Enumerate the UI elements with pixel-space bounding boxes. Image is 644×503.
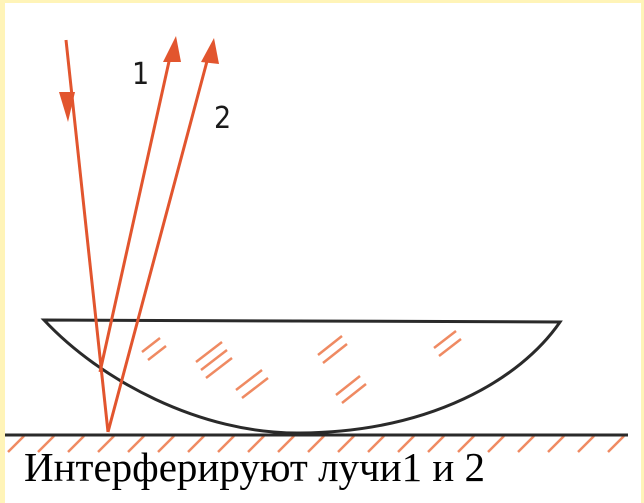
- reflected-ray-2-arrow: [201, 38, 219, 64]
- ray-2-label: 2: [214, 101, 231, 136]
- plate-hatching: [7, 435, 625, 453]
- lens-hatching: [141, 330, 462, 404]
- reflected-ray-2: [106, 49, 212, 433]
- reflected-ray-1: [98, 47, 174, 373]
- ray-1-label: 1: [132, 57, 149, 92]
- plano-convex-lens: [40, 318, 563, 435]
- incident-ray-arrow: [59, 92, 75, 122]
- reflected-ray-1-arrow: [163, 36, 181, 62]
- caption: Интерферируют лучи1 и 2: [24, 444, 486, 490]
